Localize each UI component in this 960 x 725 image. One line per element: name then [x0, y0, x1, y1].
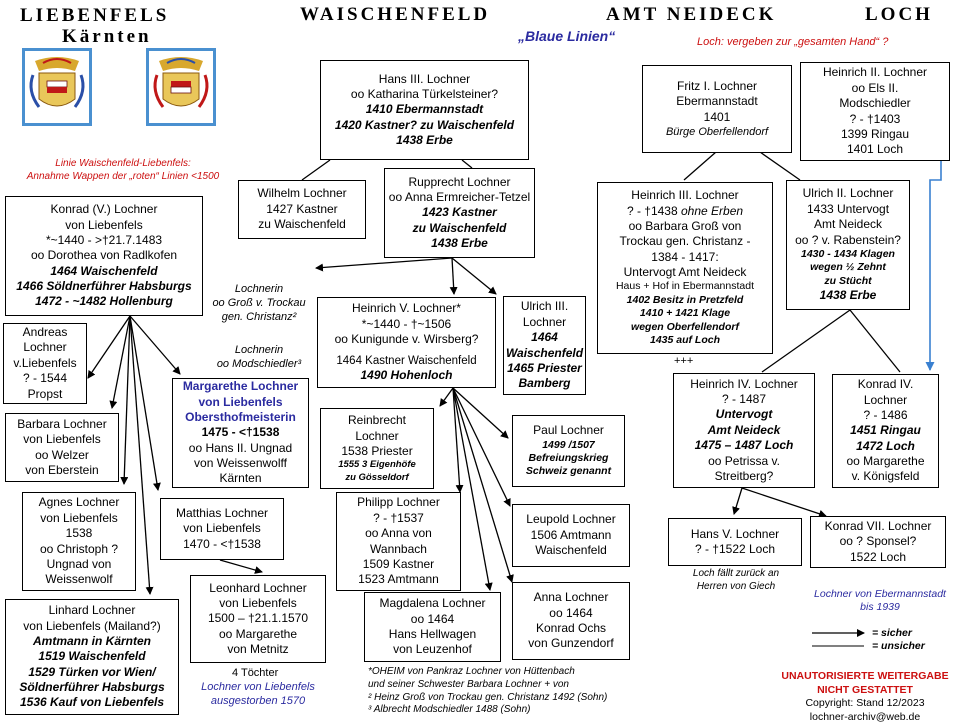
- copyright-block: UNAUTORISIERTE WEITERGABE NICHT GESTATTE…: [781, 670, 949, 723]
- crest-left: [22, 48, 92, 126]
- header-amt-neideck: AMT NEIDECK: [606, 4, 777, 25]
- annotation-plus: +++: [674, 355, 694, 367]
- uncertain-arrow: [925, 160, 942, 371]
- legend-unsicher: = unsicher: [872, 640, 925, 652]
- header-liebenfels: LIEBENFELS: [20, 5, 170, 26]
- header-blaue-linien: „Blaue Linien“: [518, 28, 616, 44]
- node-hans-v: Hans V. Lochner? - †1522 Loch: [668, 518, 802, 566]
- annotation-toechter: 4 Töchter: [232, 667, 279, 679]
- coat-of-arms-icon: [29, 57, 85, 108]
- crest-caption: Linie Waischenfeld-Liebenfels: Annahme W…: [26, 158, 220, 182]
- header-waischenfeld: WAISCHENFELD: [300, 4, 491, 25]
- coat-of-arms-icon: [153, 57, 209, 108]
- legend-sicher: = sicher: [872, 627, 912, 639]
- crest-right: [146, 48, 216, 126]
- header-loch: LOCH: [865, 4, 933, 25]
- node-heinrich-iii: Heinrich III. Lochner ? - †1438 ohne Erb…: [597, 182, 773, 354]
- header-loch-note: Loch: vergeben zur „gesamten Hand“ ?: [697, 36, 889, 48]
- footnotes: *OHEIM von Pankraz Lochner von Hüttenbac…: [368, 666, 608, 716]
- header-kaernten: Kärnten: [62, 26, 152, 47]
